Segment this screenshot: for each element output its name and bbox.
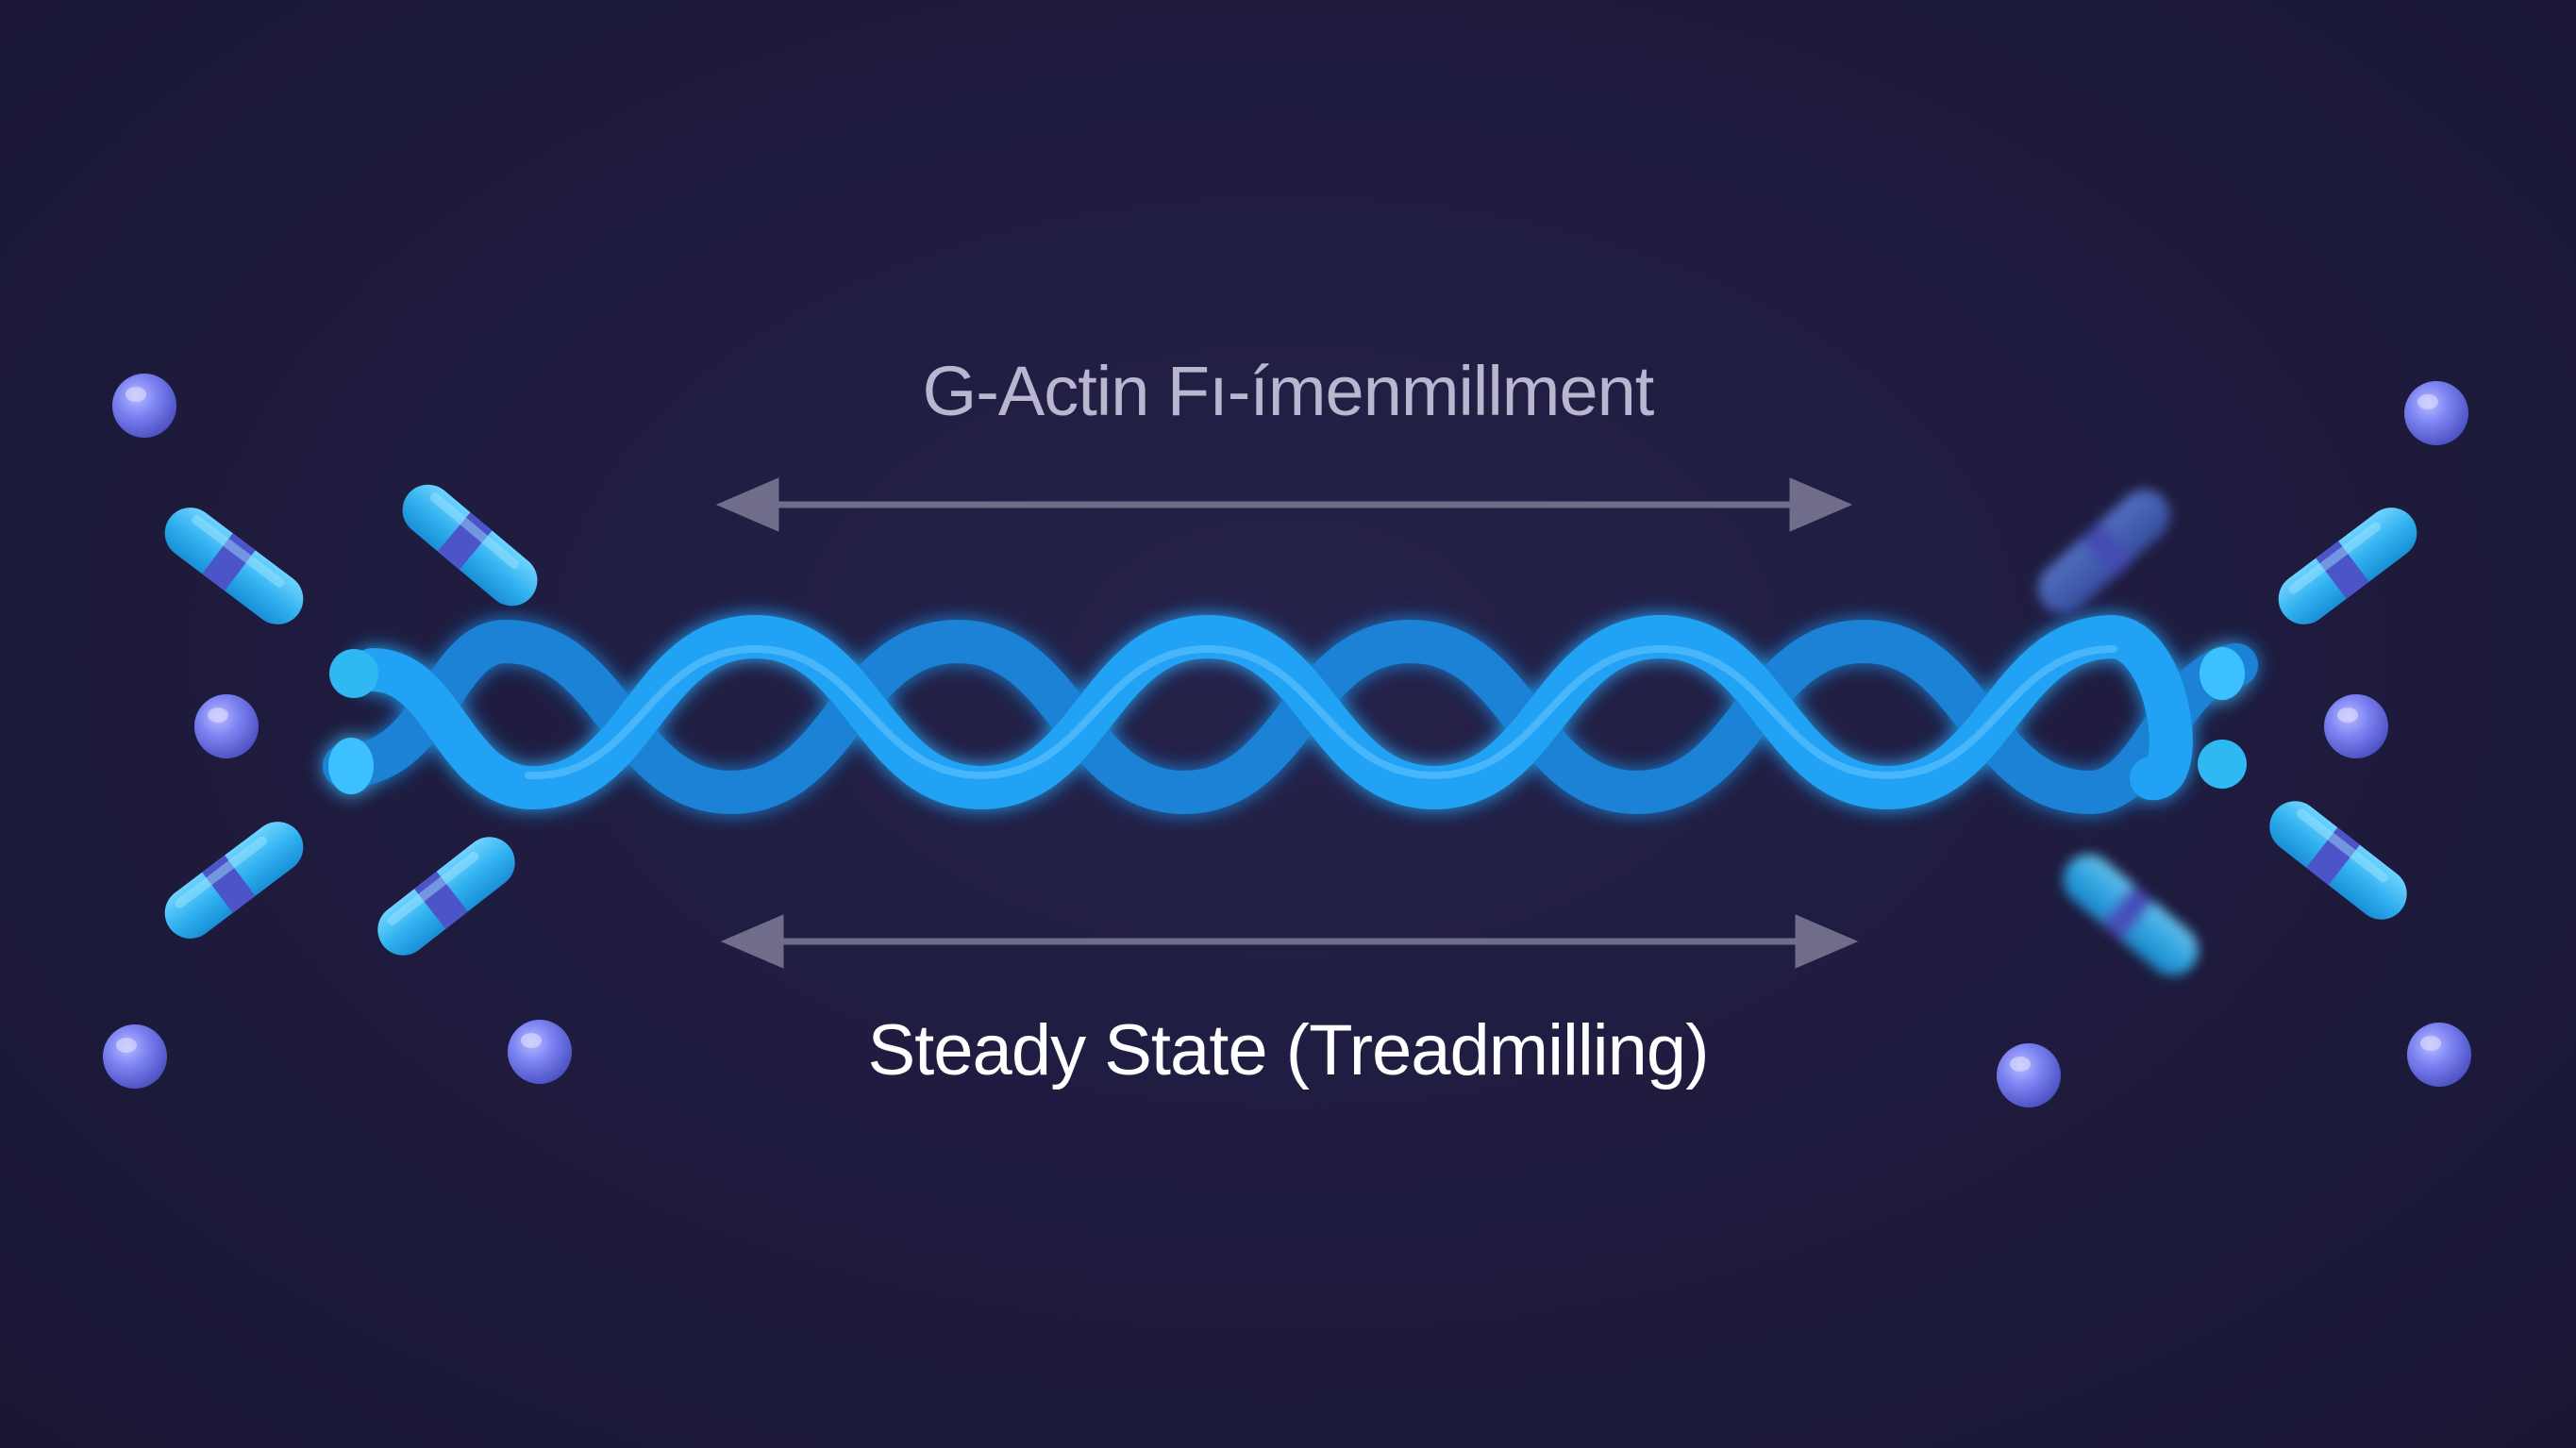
steady-state-label: Steady State (Treadmilling) xyxy=(867,1010,1709,1090)
g-actin-monomer-icon xyxy=(154,811,314,949)
g-actin-monomer-icon xyxy=(154,497,314,635)
g-actin-monomer-icon xyxy=(367,826,526,966)
small-bead-right xyxy=(2198,740,2247,789)
diagram-title: G-Actin Fı-ímenmillment xyxy=(922,352,1655,430)
top-length-arrow xyxy=(715,477,1853,532)
filament-highlight xyxy=(525,644,2117,780)
small-bead-left xyxy=(329,649,378,698)
g-actin-monomer-icon xyxy=(2267,497,2428,635)
g-actin-monomer-icon xyxy=(392,474,548,617)
f-actin-filament xyxy=(323,614,2258,815)
g-actin-monomer-icon xyxy=(2037,490,2171,614)
free-atp-sphere-icon xyxy=(2324,694,2388,758)
filament-end-right xyxy=(2200,647,2245,700)
filament-end-left xyxy=(328,738,374,794)
g-actin-monomer-icon xyxy=(2063,854,2199,976)
free-atp-sphere-icon xyxy=(194,694,259,758)
bottom-length-arrow xyxy=(720,914,1859,969)
g-actin-monomer-icon xyxy=(2259,791,2417,930)
